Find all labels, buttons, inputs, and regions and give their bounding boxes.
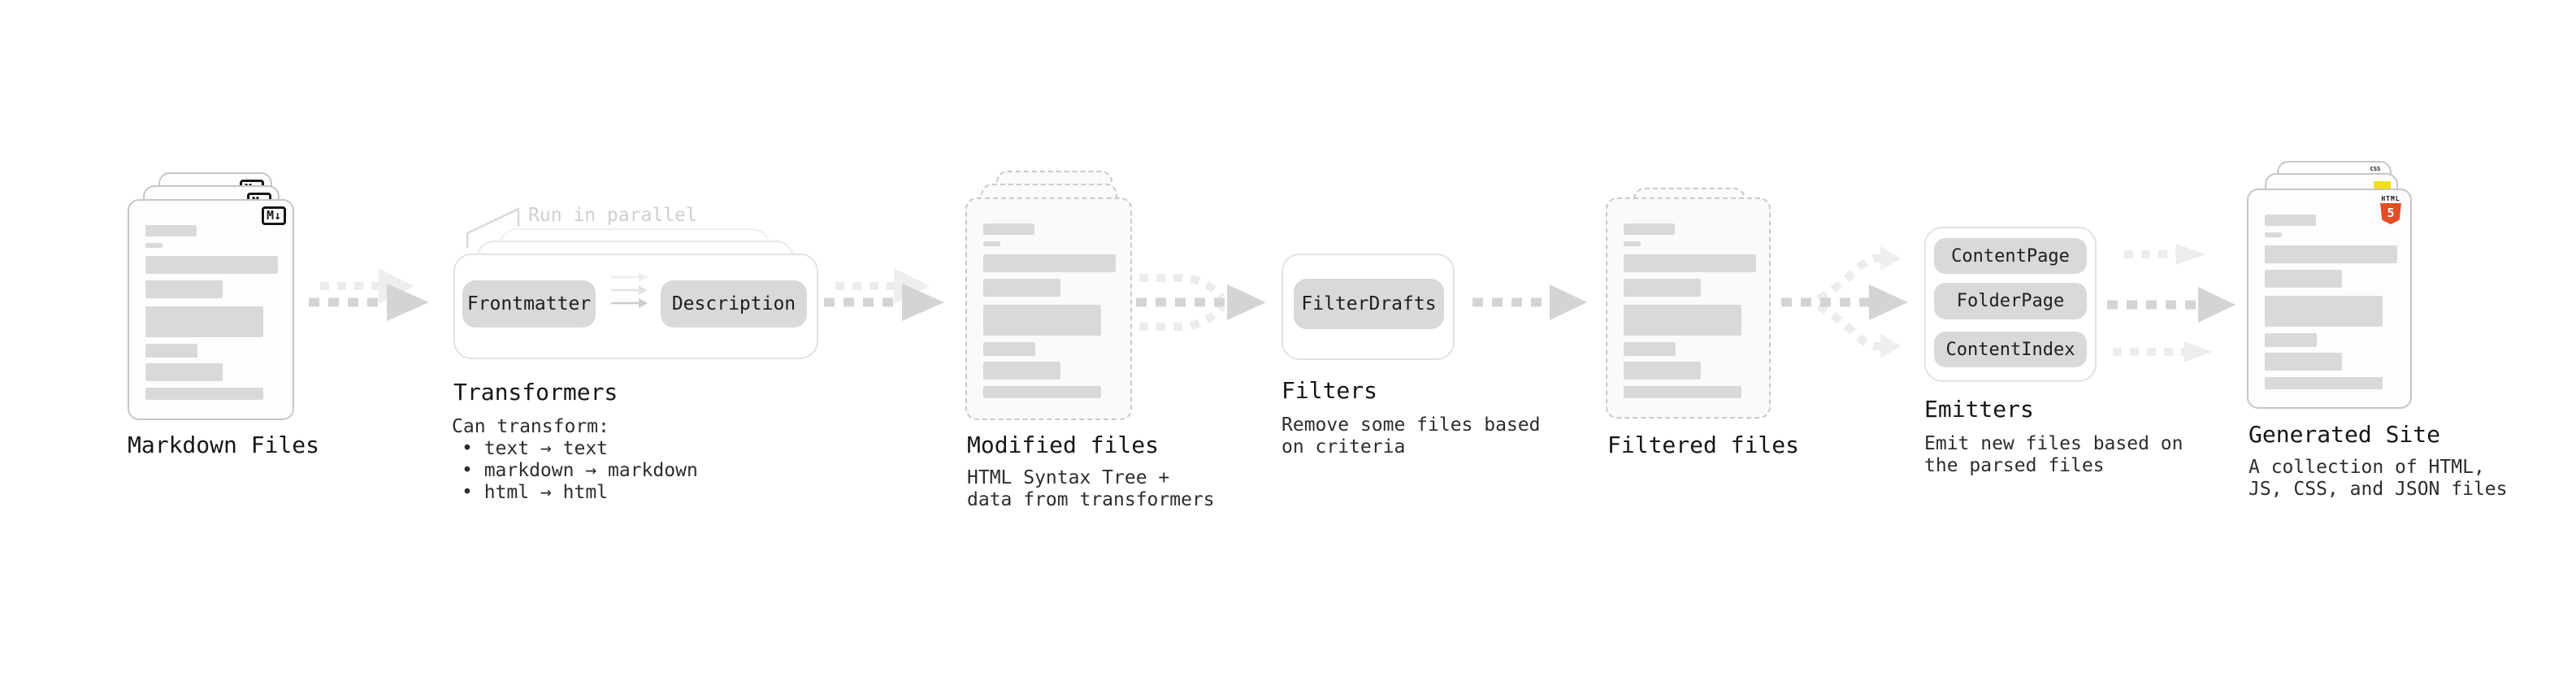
skeleton-bar xyxy=(145,225,197,236)
skeleton-bar xyxy=(145,256,278,274)
transformers-description-heading: Can transform: xyxy=(452,416,609,437)
filter-pill-filterdrafts: FilterDrafts xyxy=(1294,279,1444,329)
skeleton-bar xyxy=(983,241,1000,246)
skeleton-bar xyxy=(2265,232,2282,237)
skeleton-bar xyxy=(1624,342,1676,356)
markdown-file-page-front: M↓ xyxy=(128,199,294,420)
generated-page-html: HTML 5 xyxy=(2247,189,2412,409)
skeleton-bar xyxy=(145,363,223,381)
skeleton-bar xyxy=(2265,377,2383,389)
list-item: • markdown → markdown xyxy=(462,460,698,481)
html5-icon-label: HTML xyxy=(2381,195,2400,202)
css-icon-label: CSS xyxy=(2370,166,2381,172)
transformers-capability-list: • text → text • markdown → markdown • ht… xyxy=(462,438,698,504)
emitters-subtitle: Emit new files based on the parsed files xyxy=(1924,433,2184,476)
modified-files-subtitle: HTML Syntax Tree + data from transformer… xyxy=(967,467,1215,510)
flow-arrow-transformers-to-modified xyxy=(824,268,944,321)
skeleton-bar xyxy=(983,279,1060,297)
document-skeleton xyxy=(2249,190,2410,407)
js-icon xyxy=(2374,181,2391,190)
skeleton-bar xyxy=(145,344,197,358)
document-skeleton xyxy=(967,199,1130,419)
filtered-file-page-front xyxy=(1606,197,1771,419)
stage-label-generated-site: Generated Site xyxy=(2249,421,2441,448)
stage-label-markdown-files: Markdown Files xyxy=(128,432,320,458)
skeleton-bar xyxy=(145,280,223,298)
stage-label-modified-files: Modified files xyxy=(967,432,1160,458)
flow-arrow-markdown-to-transformers xyxy=(309,268,429,321)
skeleton-bar xyxy=(145,306,263,337)
list-item: • html → html xyxy=(462,482,609,503)
parallel-mini-arrows xyxy=(611,272,648,308)
annotation-leader-line xyxy=(466,207,520,248)
skeleton-bar xyxy=(1624,254,1756,272)
generated-site-subtitle: A collection of HTML, JS, CSS, and JSON … xyxy=(2249,457,2508,500)
flow-arrow-filters-to-filtered xyxy=(1472,284,1587,320)
skeleton-bar xyxy=(983,305,1101,336)
emitter-pill-contentindex: ContentIndex xyxy=(1934,332,2087,367)
skeleton-bar xyxy=(2265,333,2317,347)
split-arrow-filtered-to-emitters xyxy=(1781,246,1908,358)
transformer-pill-frontmatter: Frontmatter xyxy=(462,280,596,327)
skeleton-bar xyxy=(983,362,1060,380)
skeleton-bar xyxy=(145,388,263,400)
skeleton-bar xyxy=(1624,223,1675,235)
transformer-pill-description: Description xyxy=(661,280,807,327)
run-in-parallel-annotation: Run in parallel xyxy=(528,205,697,226)
skeleton-bar xyxy=(1624,279,1701,297)
skeleton-bar xyxy=(983,386,1101,398)
markdown-icon: M↓ xyxy=(261,206,286,225)
document-skeleton xyxy=(1607,199,1769,417)
skeleton-bar xyxy=(2265,245,2397,263)
skeleton-bar xyxy=(2265,215,2316,226)
skeleton-bar xyxy=(1624,305,1741,336)
skeleton-bar xyxy=(2265,296,2383,327)
html5-icon: HTML 5 xyxy=(2379,195,2402,224)
skeleton-bar xyxy=(983,254,1116,272)
skeleton-bar xyxy=(1624,362,1701,380)
stage-label-filters: Filters xyxy=(1281,377,1378,404)
skeleton-bar xyxy=(145,243,163,248)
emitter-pill-folderpage: FolderPage xyxy=(1934,283,2087,319)
document-skeleton xyxy=(129,201,293,419)
skeleton-bar xyxy=(2265,353,2342,371)
skeleton-bar xyxy=(983,223,1034,235)
flow-arrows-emitters-to-generated xyxy=(2107,244,2236,362)
skeleton-bar xyxy=(1624,386,1741,398)
filters-subtitle: Remove some files based on criteria xyxy=(1281,414,1541,458)
list-item: • text → text xyxy=(462,438,609,459)
emitter-pill-contentpage: ContentPage xyxy=(1934,238,2087,274)
html5-icon-shield: 5 xyxy=(2380,203,2401,224)
skeleton-bar xyxy=(1624,241,1641,246)
stage-label-emitters: Emitters xyxy=(1924,396,2034,423)
merge-arrow-modified-to-filters xyxy=(1136,274,1266,331)
stage-label-transformers: Transformers xyxy=(453,379,618,406)
modified-file-page-front xyxy=(965,197,1132,420)
stage-label-filtered-files: Filtered files xyxy=(1607,432,1800,458)
skeleton-bar xyxy=(983,342,1035,356)
skeleton-bar xyxy=(2265,270,2342,288)
